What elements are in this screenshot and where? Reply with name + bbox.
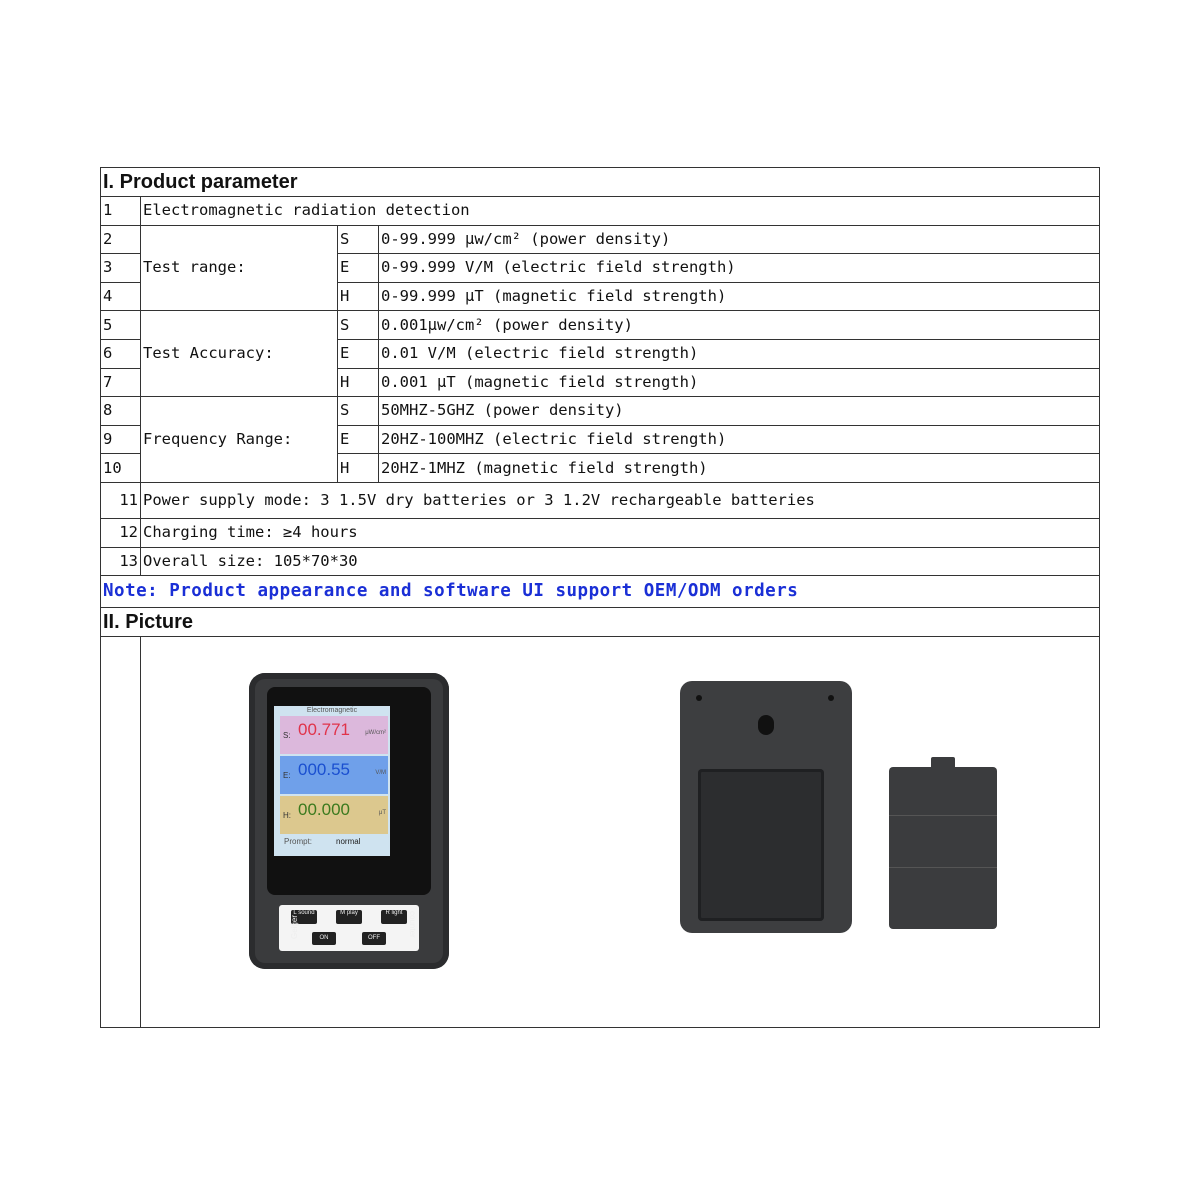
row-value: 0.01 V/M (electric field strength)	[378, 338, 1100, 369]
s-value: 00.771	[298, 720, 350, 740]
s-label: S:	[283, 731, 291, 741]
on-key: ON	[312, 932, 336, 946]
device-back-image	[680, 681, 852, 934]
light-key: R light	[381, 910, 407, 925]
s-unit: μW/cm²	[365, 730, 386, 737]
row-text: Charging time: ≥4 hours	[140, 517, 1100, 548]
prompt-label: Prompt:	[284, 837, 313, 847]
oem-note: Note: Product appearance and software UI…	[100, 575, 1100, 609]
row-key: H	[337, 281, 379, 312]
row-value: 0-99.999 V/M (electric field strength)	[378, 253, 1100, 283]
row-number: 12	[100, 517, 141, 548]
device-front-image: Electromagnetic S: 00.771 μW/cm² E: 000.…	[249, 673, 449, 970]
battery-cover-image	[889, 757, 997, 930]
row-number: 4	[100, 281, 141, 312]
row-key: E	[337, 338, 379, 369]
row-number: 10	[100, 453, 141, 483]
group-label: Frequency Range:	[140, 396, 338, 483]
screen-title: Electromagnetic	[306, 707, 358, 715]
row-key: S	[337, 396, 379, 426]
row-number: 5	[100, 310, 141, 340]
section-title-picture: II. Picture	[100, 607, 1100, 638]
h-value: 00.000	[298, 800, 350, 820]
device-keypad: L sound M play R light ON OFF	[279, 905, 419, 952]
row-value: 50MHZ-5GHZ (power density)	[378, 396, 1100, 426]
row-number: 13	[100, 546, 141, 577]
section-title-product-parameter: I. Product parameter	[100, 167, 1100, 197]
row-number: 2	[100, 224, 141, 255]
h-unit: μT	[378, 810, 386, 817]
sound-key: L sound	[291, 910, 317, 925]
side-label-right: counter	[408, 911, 417, 938]
row-key: H	[337, 453, 379, 483]
row-key: S	[337, 224, 379, 255]
row-key: E	[337, 424, 379, 455]
row-value: 20HZ-1MHZ (magnetic field strength)	[378, 453, 1100, 483]
picture-cell: Electromagnetic S: 00.771 μW/cm² E: 000.…	[140, 636, 1100, 1029]
row-key: E	[337, 253, 379, 283]
e-value: 000.55	[298, 760, 350, 780]
e-label: E:	[283, 771, 291, 781]
group-label: Test range:	[140, 224, 338, 312]
row-key: S	[337, 310, 379, 340]
prompt-value: normal	[336, 837, 361, 847]
e-unit: V/M	[375, 770, 386, 777]
row-value: 0-99.999 μw/cm² (power density)	[378, 224, 1100, 255]
side-label-left: Geiger	[290, 915, 299, 940]
row-number: 11	[100, 481, 141, 519]
device-screen: Electromagnetic S: 00.771 μW/cm² E: 000.…	[274, 706, 390, 857]
row-number: 8	[100, 396, 141, 426]
row-number: 7	[100, 367, 141, 398]
row-text: Electromagnetic radiation detection	[140, 196, 1100, 226]
group-label: Test Accuracy:	[140, 310, 338, 398]
row-key: H	[337, 367, 379, 398]
row-value: 0.001μw/cm² (power density)	[378, 310, 1100, 340]
row-value: 0.001 μT (magnetic field strength)	[378, 367, 1100, 398]
row-text: Overall size: 105*70*30	[140, 546, 1100, 577]
battery-bay	[698, 769, 824, 922]
row-value: 20HZ-100MHZ (electric field strength)	[378, 424, 1100, 455]
off-key: OFF	[362, 932, 386, 946]
row-text: Power supply mode: 3 1.5V dry batteries …	[140, 481, 1100, 519]
row-number: 6	[100, 338, 141, 369]
row-value: 0-99.999 μT (magnetic field strength)	[378, 281, 1100, 312]
row-number: 1	[100, 196, 141, 226]
row-number: 3	[100, 253, 141, 283]
row-number: 9	[100, 424, 141, 455]
play-key: M play	[336, 910, 362, 925]
h-label: H:	[283, 811, 291, 821]
